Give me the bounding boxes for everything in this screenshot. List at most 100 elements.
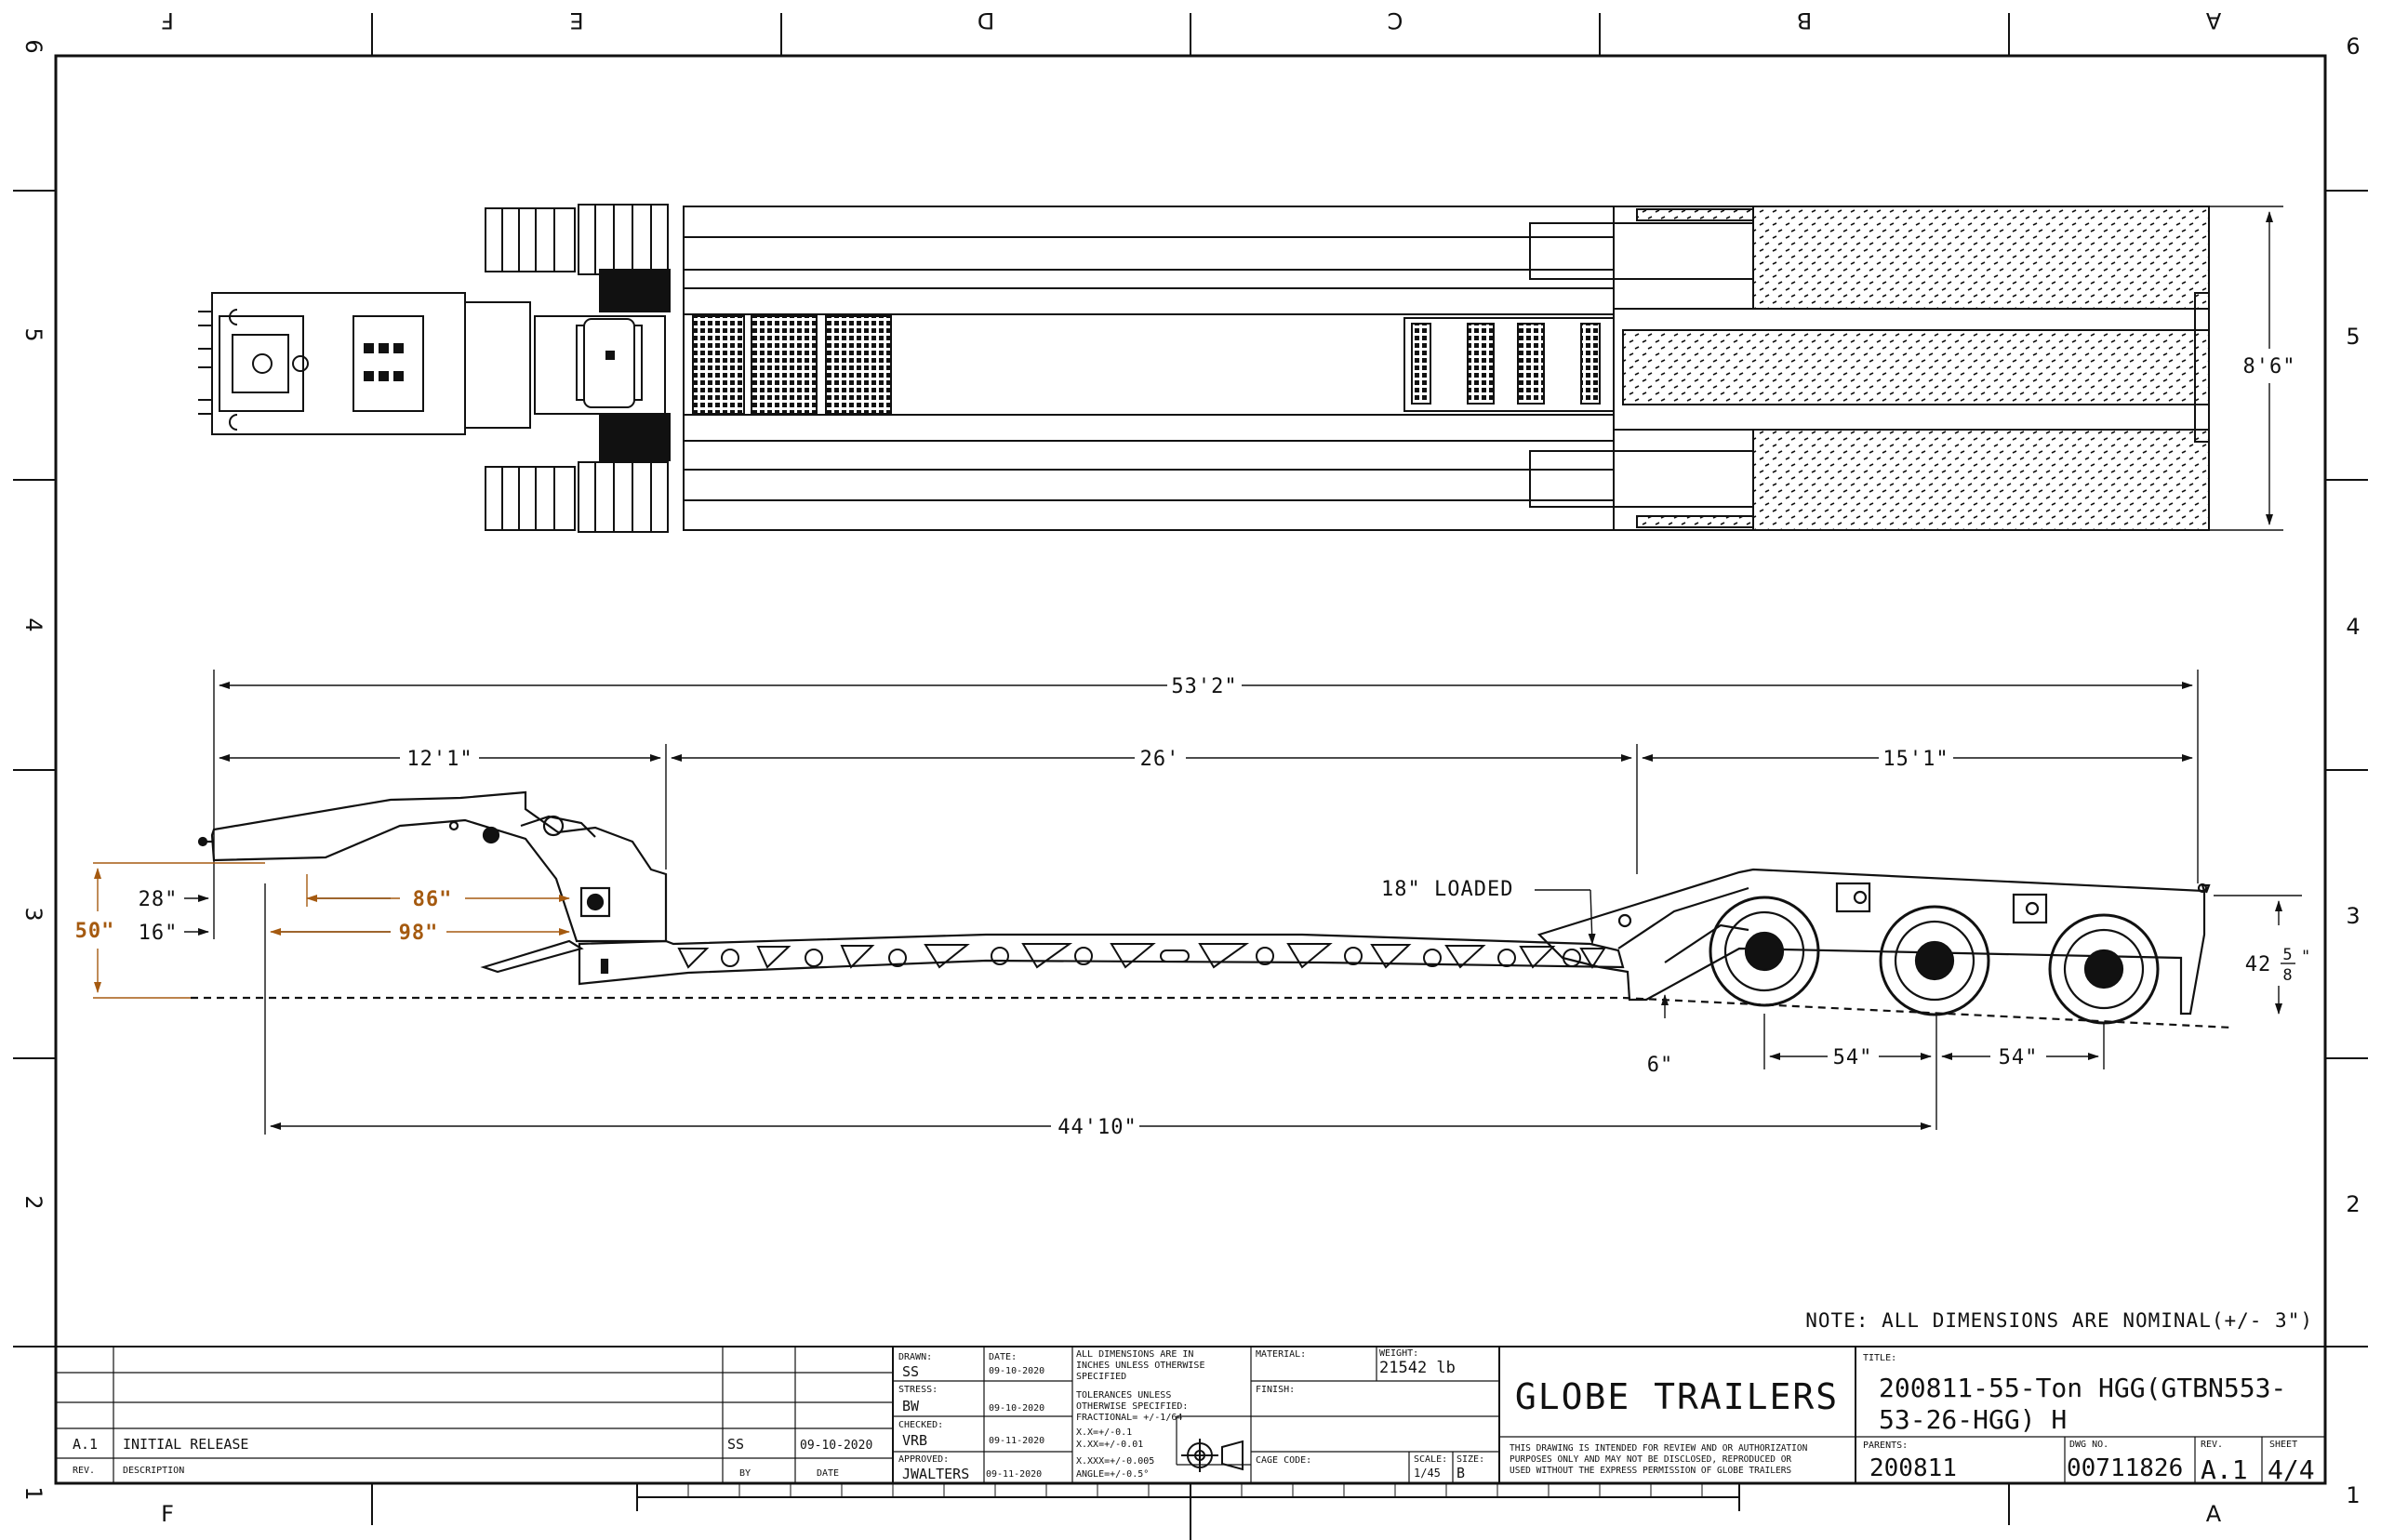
size-label: SIZE: <box>1457 1454 1484 1465</box>
zone-top-b: B <box>1797 7 1812 33</box>
tol-line-2: INCHES UNLESS OTHERWISE <box>1076 1361 1204 1371</box>
zone-top-c: C <box>1388 7 1403 33</box>
dim-gooseneck: 12'1" <box>406 748 472 771</box>
sheet-label: SHEET <box>2269 1440 2297 1450</box>
drawn-date: 09-10-2020 <box>989 1366 1044 1376</box>
tol-line-3: SPECIFIED <box>1076 1372 1126 1382</box>
disclaimer-3: USED WITHOUT THE EXPRESS PERMISSION OF G… <box>1510 1466 1791 1476</box>
stress-value: BW <box>902 1398 920 1414</box>
tol-line-10: ANGLE=+/-0.5° <box>1076 1469 1149 1480</box>
tol-line-6: FRACTIONAL= +/-1/64 <box>1076 1413 1182 1423</box>
zone-bottom-a: A <box>2206 1501 2222 1527</box>
scale-value: 1/45 <box>1414 1467 1441 1480</box>
zone-right-6: 6 <box>2346 33 2360 60</box>
tol-line-4: TOLERANCES UNLESS <box>1076 1390 1171 1401</box>
title-line-1: 200811-55-Ton HGG(GTBN553- <box>1879 1373 2286 1403</box>
material-label: MATERIAL: <box>1256 1349 1306 1360</box>
trailer-rear-axles <box>1536 868 2211 1025</box>
dim-50: 50" <box>75 920 115 943</box>
tol-line-9: X.XXX=+/-0.005 <box>1076 1456 1154 1467</box>
rev-date: 09-10-2020 <box>800 1439 872 1453</box>
drawn-label: DRAWN: <box>898 1352 932 1362</box>
date-label: DATE: <box>989 1352 1017 1362</box>
dim-6: 6" <box>1647 1054 1674 1077</box>
checked-date: 09-11-2020 <box>989 1436 1044 1446</box>
tol-line-8: X.XX=+/-0.01 <box>1076 1440 1143 1450</box>
dwg-no-value: 00711826 <box>2067 1454 2183 1482</box>
zone-labels: F E D C B A F A 6 5 4 3 2 1 6 5 4 3 2 1 <box>20 7 2361 1527</box>
zone-left-2: 2 <box>20 1195 47 1209</box>
dimension-labels: 8'6" 53'2" 12'1" 26' 15'1" 18" LOADED 28… <box>75 355 2311 1139</box>
drawn-value: SS <box>902 1363 919 1380</box>
dimension-lines <box>184 206 2302 1135</box>
approved-date: 09-11-2020 <box>986 1469 1042 1480</box>
zone-top-d: D <box>978 7 994 33</box>
parents-value: 200811 <box>1869 1454 1957 1482</box>
finish-label: FINISH: <box>1256 1385 1295 1395</box>
zone-top-e: E <box>569 7 583 33</box>
zone-left-6: 6 <box>20 39 47 53</box>
disclaimer-2: PURPOSES ONLY AND MAY NOT BE DISCLOSED, … <box>1510 1454 1791 1465</box>
general-note: NOTE: ALL DIMENSIONS ARE NOMINAL(+/- 3") <box>1805 1309 2313 1332</box>
stress-date: 09-10-2020 <box>989 1403 1044 1414</box>
dim-16: 16" <box>139 922 179 945</box>
scale-label: SCALE: <box>1414 1454 1447 1465</box>
tire-2 <box>1879 905 1990 1016</box>
projection-symbol-icon <box>1181 1439 1244 1472</box>
checked-label: CHECKED: <box>898 1420 943 1430</box>
tol-line-7: X.X=+/-0.1 <box>1076 1427 1132 1438</box>
zone-right-3: 3 <box>2346 903 2360 929</box>
tire-1 <box>1709 896 1820 1007</box>
rev-label: REV. <box>2201 1440 2223 1450</box>
col-date-header: DATE <box>817 1468 839 1479</box>
weight-label: WEIGHT: <box>1379 1348 1418 1359</box>
rev-a1: A.1 <box>73 1436 98 1453</box>
zone-bottom-f: F <box>161 1501 174 1527</box>
deck-stake-pockets <box>677 943 1606 969</box>
dim-rear-height-whole: 42 <box>2245 953 2272 976</box>
title-label: TITLE: <box>1863 1353 1896 1363</box>
dim-overall-length: 53'2" <box>1171 675 1237 698</box>
dim-rear: 15'1" <box>1882 748 1949 771</box>
dim-kingpin-to-axle: 44'10" <box>1057 1116 1137 1139</box>
dim-loaded: 18" LOADED <box>1381 878 1513 901</box>
title-block-text: A.1 INITIAL RELEASE SS 09-10-2020 REV. D… <box>73 1348 2315 1485</box>
dim-rear-height-unit: " <box>2301 948 2311 966</box>
trailer-top-view <box>198 204 2210 533</box>
stress-label: STRESS: <box>898 1385 938 1395</box>
approved-label: APPROVED: <box>898 1454 949 1465</box>
trailer-side-view <box>191 790 2233 1029</box>
zone-right-4: 4 <box>2346 614 2360 640</box>
dwg-no-label: DWG NO. <box>2069 1440 2108 1450</box>
zone-left-1: 1 <box>20 1486 47 1500</box>
dim-axle-2: 54" <box>1999 1046 2039 1069</box>
col-by-header: BY <box>739 1468 751 1479</box>
dim-86: 86" <box>413 888 453 911</box>
size-value: B <box>1457 1465 1465 1481</box>
dim-width: 8'6" <box>2243 355 2296 378</box>
col-rev-header: REV. <box>73 1466 95 1476</box>
sheet-value: 4/4 <box>2268 1454 2315 1485</box>
dim-98: 98" <box>399 922 439 945</box>
cage-code-label: CAGE CODE: <box>1256 1455 1311 1466</box>
zone-top-a: A <box>2205 7 2221 33</box>
title-line-2: 53-26-HGG) H <box>1879 1404 2067 1435</box>
checked-value: VRB <box>902 1432 927 1449</box>
tol-line-5: OTHERWISE SPECIFIED: <box>1076 1401 1188 1412</box>
dim-rear-height-num: 5 <box>2282 946 2293 964</box>
zone-right-2: 2 <box>2346 1191 2360 1217</box>
zone-left-3: 3 <box>20 907 47 921</box>
col-description-header: DESCRIPTION <box>123 1466 184 1476</box>
zone-top-f: F <box>161 7 174 33</box>
approved-value: JWALTERS <box>902 1466 969 1482</box>
zone-left-4: 4 <box>20 617 47 631</box>
sheet-frame <box>13 13 2368 1540</box>
rev-value: A.1 <box>2201 1454 2248 1485</box>
dim-axle-1: 54" <box>1833 1046 1873 1069</box>
rev-by: SS <box>727 1436 744 1453</box>
dim-rear-height-den: 8 <box>2282 966 2293 985</box>
dim-28: 28" <box>139 888 179 911</box>
parents-label: PARENTS: <box>1863 1440 1908 1451</box>
dim-deck: 26' <box>1140 748 1180 771</box>
